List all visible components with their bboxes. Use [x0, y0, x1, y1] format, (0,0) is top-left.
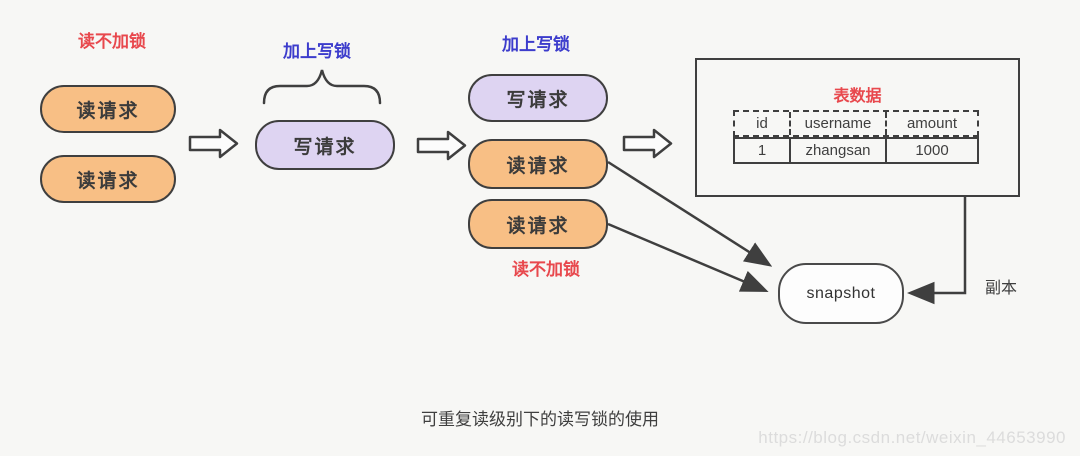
- stage3-no-lock-label: 读不加锁: [512, 260, 580, 279]
- table-title: 表数据: [833, 88, 882, 105]
- write-lock-brace-icon: [262, 69, 382, 105]
- header-cell-amount: amount: [885, 112, 977, 135]
- stage2-write-request: 写请求: [255, 120, 395, 170]
- cell-username: zhangsan: [789, 139, 885, 162]
- header-cell-username: username: [789, 112, 885, 135]
- stage3-write-request: 写请求: [468, 74, 608, 122]
- flow-arrow-3-icon: [622, 128, 673, 159]
- diagram-caption: 可重复读级别下的读写锁的使用: [421, 410, 659, 429]
- stage1-no-lock-label: 读不加锁: [78, 32, 146, 51]
- stage2-write-lock-label: 加上写锁: [283, 42, 351, 61]
- copy-label: 副本: [985, 280, 1018, 297]
- cell-id: 1: [757, 142, 767, 159]
- stage1-read-request-1: 读请求: [40, 85, 176, 133]
- cell-amount: 1000: [885, 139, 977, 162]
- flow-arrow-2-icon: [416, 130, 467, 161]
- stage1-read-request-2: 读请求: [40, 155, 176, 203]
- watermark-url: https://blog.csdn.net/weixin_44653990: [758, 428, 1066, 447]
- stage3-read-request-2: 读请求: [468, 199, 608, 249]
- table-data-panel: 表数据 id username amount 1 zhangsan 1000: [695, 58, 1020, 197]
- snapshot-node: snapshot: [778, 263, 904, 324]
- read2-to-snapshot-arrow: [607, 222, 769, 292]
- header-cell-id: id: [756, 115, 768, 132]
- table-to-snapshot-arrow: [907, 197, 967, 305]
- table-header-row: id username amount: [733, 110, 979, 137]
- table-row: 1 zhangsan 1000: [733, 137, 979, 164]
- flow-arrow-1-icon: [188, 128, 239, 159]
- stage3-write-lock-label: 加上写锁: [502, 35, 570, 54]
- stage3-read-request-1: 读请求: [468, 139, 608, 189]
